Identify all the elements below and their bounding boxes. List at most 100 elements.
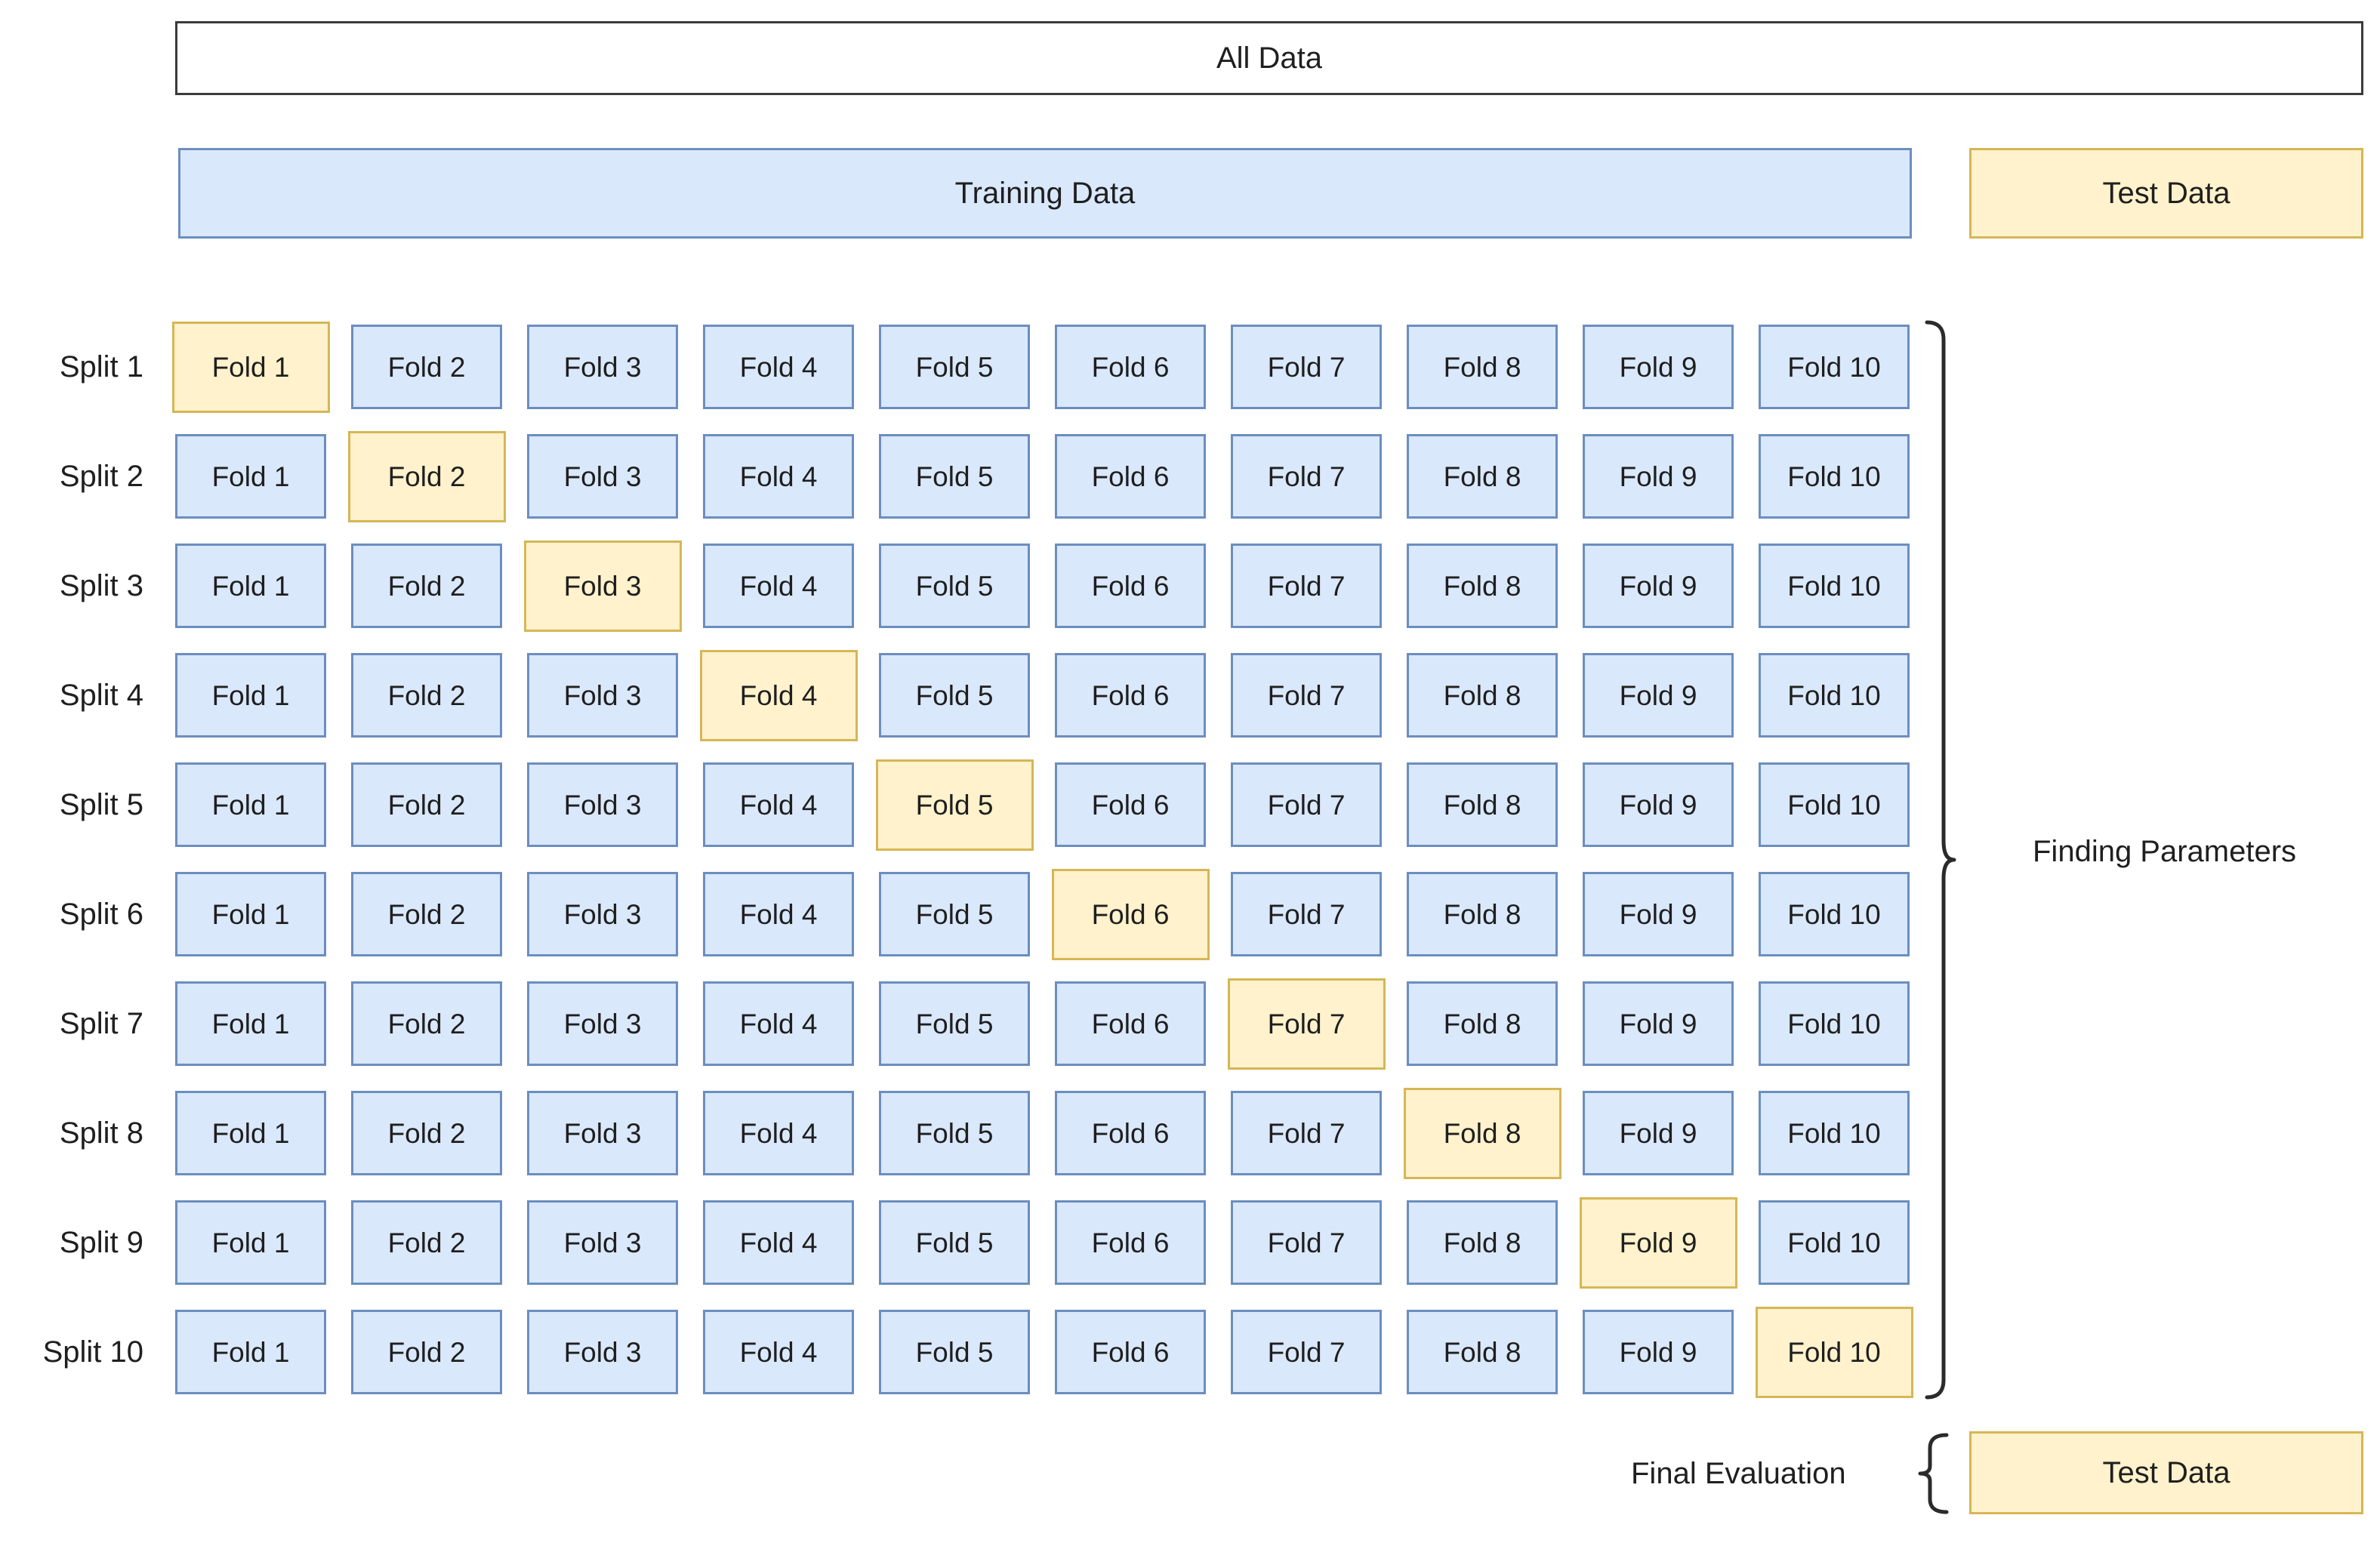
fold-cell-train[interactable]: Fold 4 xyxy=(703,1091,854,1175)
fold-cell-train[interactable]: Fold 8 xyxy=(1407,981,1558,1066)
fold-cell-train[interactable]: Fold 7 xyxy=(1231,1091,1382,1175)
fold-cell-train[interactable]: Fold 4 xyxy=(703,434,854,519)
fold-cell-train[interactable]: Fold 10 xyxy=(1759,981,1910,1066)
fold-cell-train[interactable]: Fold 10 xyxy=(1759,1200,1910,1285)
fold-cell-train[interactable]: Fold 1 xyxy=(175,544,326,628)
fold-cell-train[interactable]: Fold 1 xyxy=(175,1310,326,1394)
fold-cell-train[interactable]: Fold 3 xyxy=(527,325,678,409)
fold-cell-train[interactable]: Fold 7 xyxy=(1231,544,1382,628)
fold-cell-train[interactable]: Fold 1 xyxy=(175,872,326,956)
fold-cell-train[interactable]: Fold 6 xyxy=(1055,1200,1206,1285)
fold-cell-train[interactable]: Fold 10 xyxy=(1759,872,1910,956)
fold-cell-train[interactable]: Fold 5 xyxy=(879,981,1030,1066)
fold-cell-train[interactable]: Fold 7 xyxy=(1231,325,1382,409)
fold-cell-train[interactable]: Fold 6 xyxy=(1055,434,1206,519)
fold-cell-train[interactable]: Fold 7 xyxy=(1231,762,1382,847)
fold-cell-train[interactable]: Fold 8 xyxy=(1407,1310,1558,1394)
fold-cell-train[interactable]: Fold 1 xyxy=(175,1200,326,1285)
fold-cell-train[interactable]: Fold 7 xyxy=(1231,434,1382,519)
fold-cell-validation[interactable]: Fold 10 xyxy=(1755,1306,1913,1398)
fold-cell-train[interactable]: Fold 9 xyxy=(1583,872,1734,956)
fold-cell-train[interactable]: Fold 10 xyxy=(1759,1091,1910,1175)
fold-cell-train[interactable]: Fold 5 xyxy=(879,1310,1030,1394)
fold-cell-train[interactable]: Fold 3 xyxy=(527,653,678,738)
fold-cell-train[interactable]: Fold 3 xyxy=(527,1200,678,1285)
fold-cell-train[interactable]: Fold 10 xyxy=(1759,762,1910,847)
fold-cell-train[interactable]: Fold 10 xyxy=(1759,325,1910,409)
fold-cell-train[interactable]: Fold 8 xyxy=(1407,762,1558,847)
fold-cell-validation[interactable]: Fold 9 xyxy=(1579,1197,1737,1289)
fold-cell-train[interactable]: Fold 8 xyxy=(1407,434,1558,519)
fold-cell-train[interactable]: Fold 4 xyxy=(703,762,854,847)
fold-cell-train[interactable]: Fold 4 xyxy=(703,1310,854,1394)
fold-cell-train[interactable]: Fold 5 xyxy=(879,544,1030,628)
fold-cell-train[interactable]: Fold 1 xyxy=(175,981,326,1066)
fold-cell-train[interactable]: Fold 1 xyxy=(175,1091,326,1175)
fold-cell-validation[interactable]: Fold 6 xyxy=(1051,868,1210,960)
fold-cell-train[interactable]: Fold 5 xyxy=(879,653,1030,738)
fold-cell-train[interactable]: Fold 3 xyxy=(527,1310,678,1394)
fold-cell-validation[interactable]: Fold 7 xyxy=(1227,978,1386,1070)
fold-cell-train[interactable]: Fold 2 xyxy=(351,653,502,738)
fold-cell-train[interactable]: Fold 3 xyxy=(527,1091,678,1175)
fold-cell-train[interactable]: Fold 9 xyxy=(1583,981,1734,1066)
fold-cell-train[interactable]: Fold 5 xyxy=(879,1200,1030,1285)
fold-cell-train[interactable]: Fold 6 xyxy=(1055,762,1206,847)
fold-cell-train[interactable]: Fold 1 xyxy=(175,434,326,519)
fold-cell-train[interactable]: Fold 2 xyxy=(351,981,502,1066)
fold-cell-train[interactable]: Fold 9 xyxy=(1583,544,1734,628)
fold-cell-train[interactable]: Fold 5 xyxy=(879,434,1030,519)
fold-cell-train[interactable]: Fold 9 xyxy=(1583,1091,1734,1175)
fold-cell-train[interactable]: Fold 8 xyxy=(1407,872,1558,956)
fold-cell-train[interactable]: Fold 10 xyxy=(1759,434,1910,519)
fold-cell-train[interactable]: Fold 2 xyxy=(351,762,502,847)
fold-cell-validation[interactable]: Fold 2 xyxy=(347,430,506,522)
fold-cell-train[interactable]: Fold 4 xyxy=(703,1200,854,1285)
fold-cell-train[interactable]: Fold 3 xyxy=(527,434,678,519)
fold-cell-train[interactable]: Fold 10 xyxy=(1759,653,1910,738)
fold-cell-validation[interactable]: Fold 1 xyxy=(171,321,330,413)
fold-cell-train[interactable]: Fold 9 xyxy=(1583,1310,1734,1394)
fold-cell-train[interactable]: Fold 4 xyxy=(703,325,854,409)
fold-cell-train[interactable]: Fold 6 xyxy=(1055,1310,1206,1394)
fold-cell-train[interactable]: Fold 2 xyxy=(351,1091,502,1175)
fold-cell-train[interactable]: Fold 7 xyxy=(1231,872,1382,956)
fold-cell-train[interactable]: Fold 5 xyxy=(879,872,1030,956)
fold-cell-train[interactable]: Fold 9 xyxy=(1583,653,1734,738)
fold-cell-train[interactable]: Fold 6 xyxy=(1055,653,1206,738)
fold-cell-train[interactable]: Fold 6 xyxy=(1055,325,1206,409)
fold-cell-train[interactable]: Fold 5 xyxy=(879,1091,1030,1175)
fold-cell-train[interactable]: Fold 3 xyxy=(527,981,678,1066)
fold-cell-train[interactable]: Fold 6 xyxy=(1055,544,1206,628)
fold-cell-train[interactable]: Fold 2 xyxy=(351,544,502,628)
fold-cell-validation[interactable]: Fold 5 xyxy=(875,759,1034,851)
fold-cell-train[interactable]: Fold 2 xyxy=(351,325,502,409)
fold-cell-train[interactable]: Fold 10 xyxy=(1759,544,1910,628)
fold-cell-train[interactable]: Fold 3 xyxy=(527,872,678,956)
fold-cell-train[interactable]: Fold 3 xyxy=(527,762,678,847)
fold-cell-train[interactable]: Fold 8 xyxy=(1407,1200,1558,1285)
fold-cell-train[interactable]: Fold 2 xyxy=(351,1310,502,1394)
fold-cell-train[interactable]: Fold 4 xyxy=(703,872,854,956)
fold-cell-train[interactable]: Fold 2 xyxy=(351,1200,502,1285)
fold-cell-train[interactable]: Fold 7 xyxy=(1231,1310,1382,1394)
fold-cell-train[interactable]: Fold 6 xyxy=(1055,981,1206,1066)
fold-cell-train[interactable]: Fold 9 xyxy=(1583,325,1734,409)
fold-cell-train[interactable]: Fold 4 xyxy=(703,981,854,1066)
fold-cell-train[interactable]: Fold 6 xyxy=(1055,1091,1206,1175)
fold-cell-train[interactable]: Fold 1 xyxy=(175,762,326,847)
fold-cell-validation[interactable]: Fold 4 xyxy=(699,649,858,741)
fold-cell-train[interactable]: Fold 8 xyxy=(1407,325,1558,409)
fold-cell-train[interactable]: Fold 7 xyxy=(1231,1200,1382,1285)
fold-cell-validation[interactable]: Fold 8 xyxy=(1403,1087,1561,1179)
fold-cell-train[interactable]: Fold 9 xyxy=(1583,434,1734,519)
fold-cell-validation[interactable]: Fold 3 xyxy=(523,540,682,632)
fold-cell-train[interactable]: Fold 8 xyxy=(1407,653,1558,738)
fold-cell-train[interactable]: Fold 5 xyxy=(879,325,1030,409)
fold-cell-train[interactable]: Fold 8 xyxy=(1407,544,1558,628)
fold-cell-train[interactable]: Fold 7 xyxy=(1231,653,1382,738)
fold-cell-train[interactable]: Fold 2 xyxy=(351,872,502,956)
fold-cell-train[interactable]: Fold 9 xyxy=(1583,762,1734,847)
fold-cell-train[interactable]: Fold 4 xyxy=(703,544,854,628)
fold-cell-train[interactable]: Fold 1 xyxy=(175,653,326,738)
